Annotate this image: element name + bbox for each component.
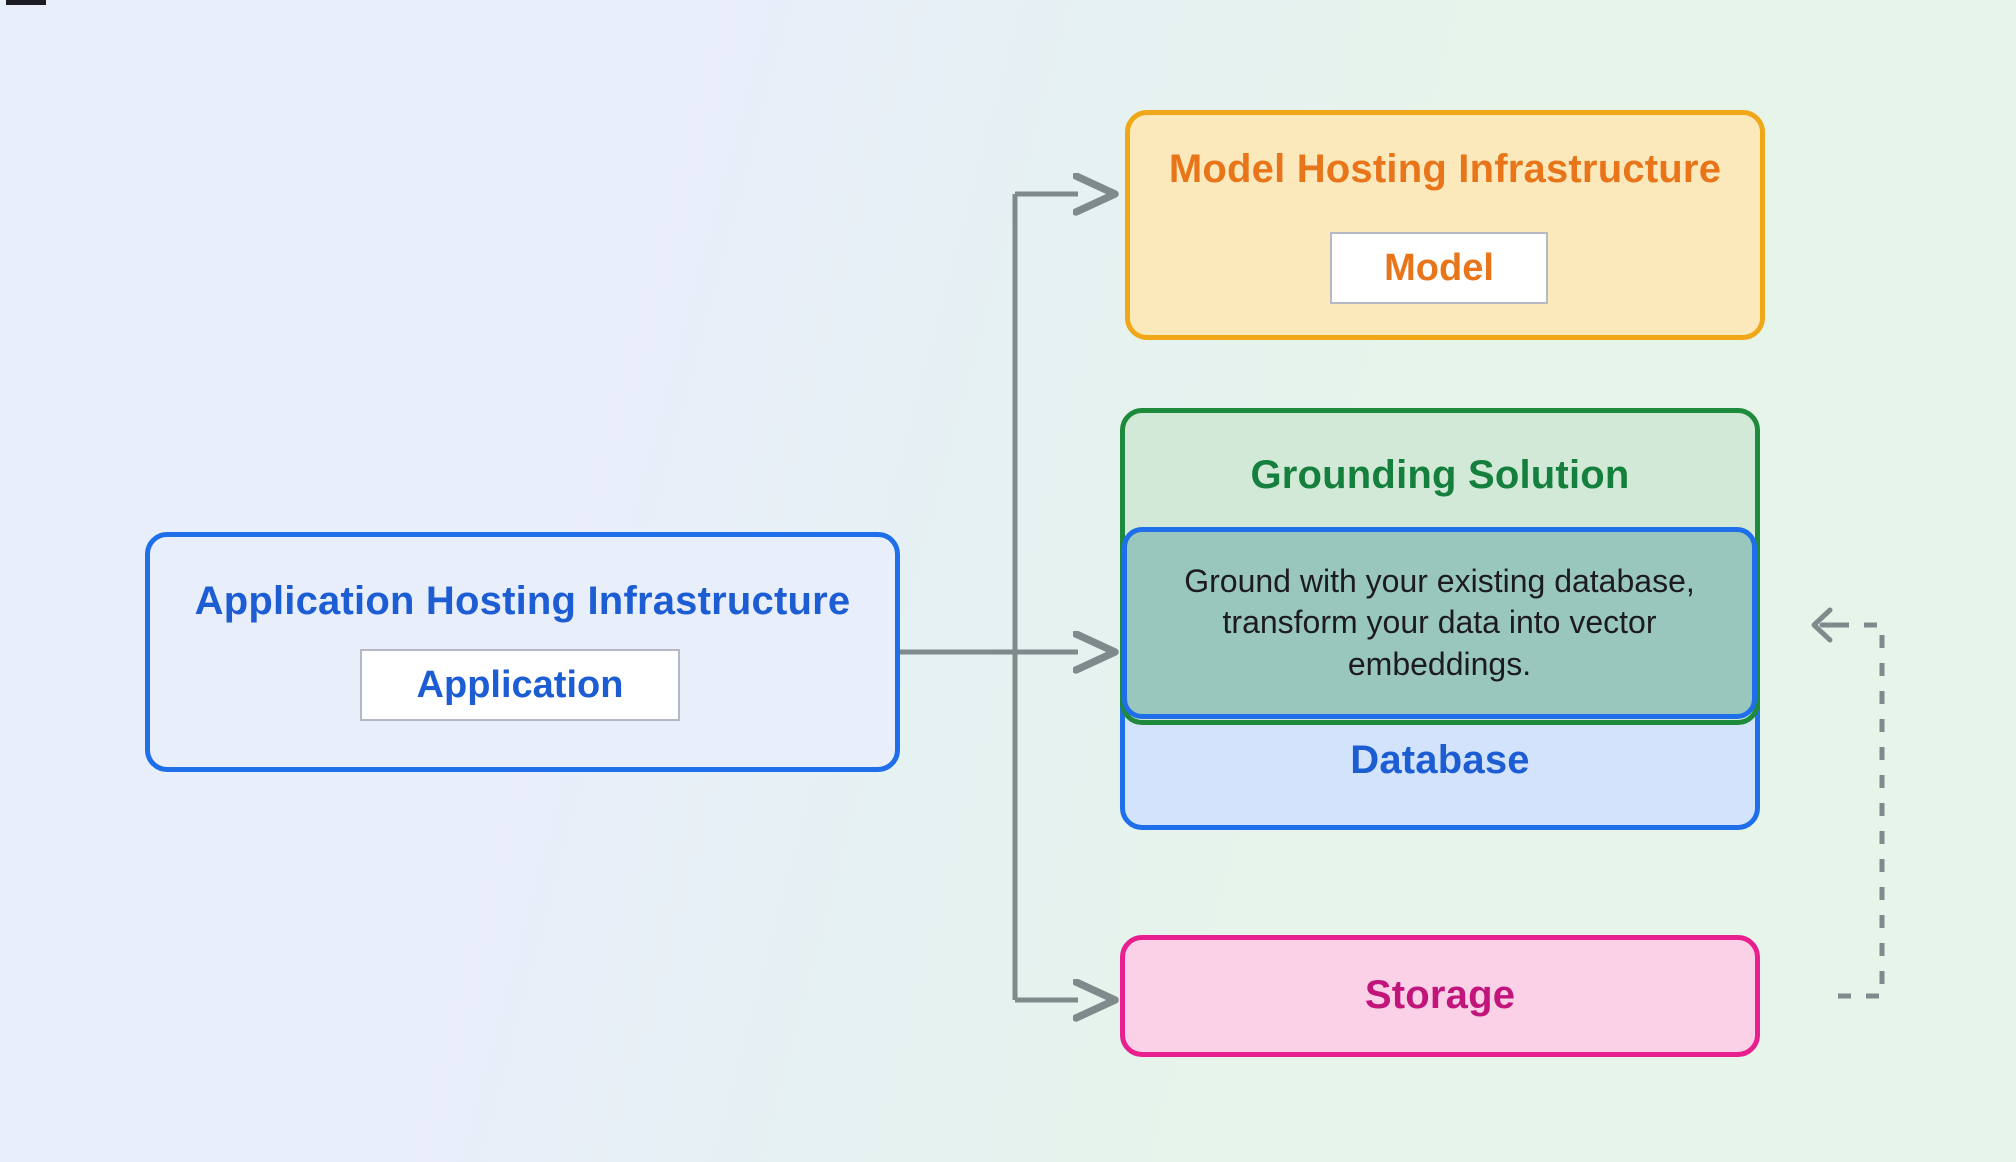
grounding-solution-title: Grounding Solution <box>1250 453 1630 497</box>
grounding-callout-text: Ground with your existing database, tran… <box>1184 562 1695 682</box>
model-chip[interactable]: Model <box>1330 232 1548 304</box>
storage-title: Storage <box>1364 973 1516 1017</box>
application-chip[interactable]: Application <box>360 649 680 721</box>
application-hosting-title: Application Hosting Infrastructure <box>194 579 851 623</box>
grounding-callout-card[interactable]: Ground with your existing database, tran… <box>1122 527 1757 719</box>
model-hosting-infrastructure-box[interactable]: Model Hosting Infrastructure <box>1125 110 1765 340</box>
corner-artifact <box>6 0 46 5</box>
model-hosting-title: Model Hosting Infrastructure <box>1168 147 1722 191</box>
database-title: Database <box>1350 738 1530 782</box>
storage-box[interactable]: Storage <box>1120 935 1760 1057</box>
